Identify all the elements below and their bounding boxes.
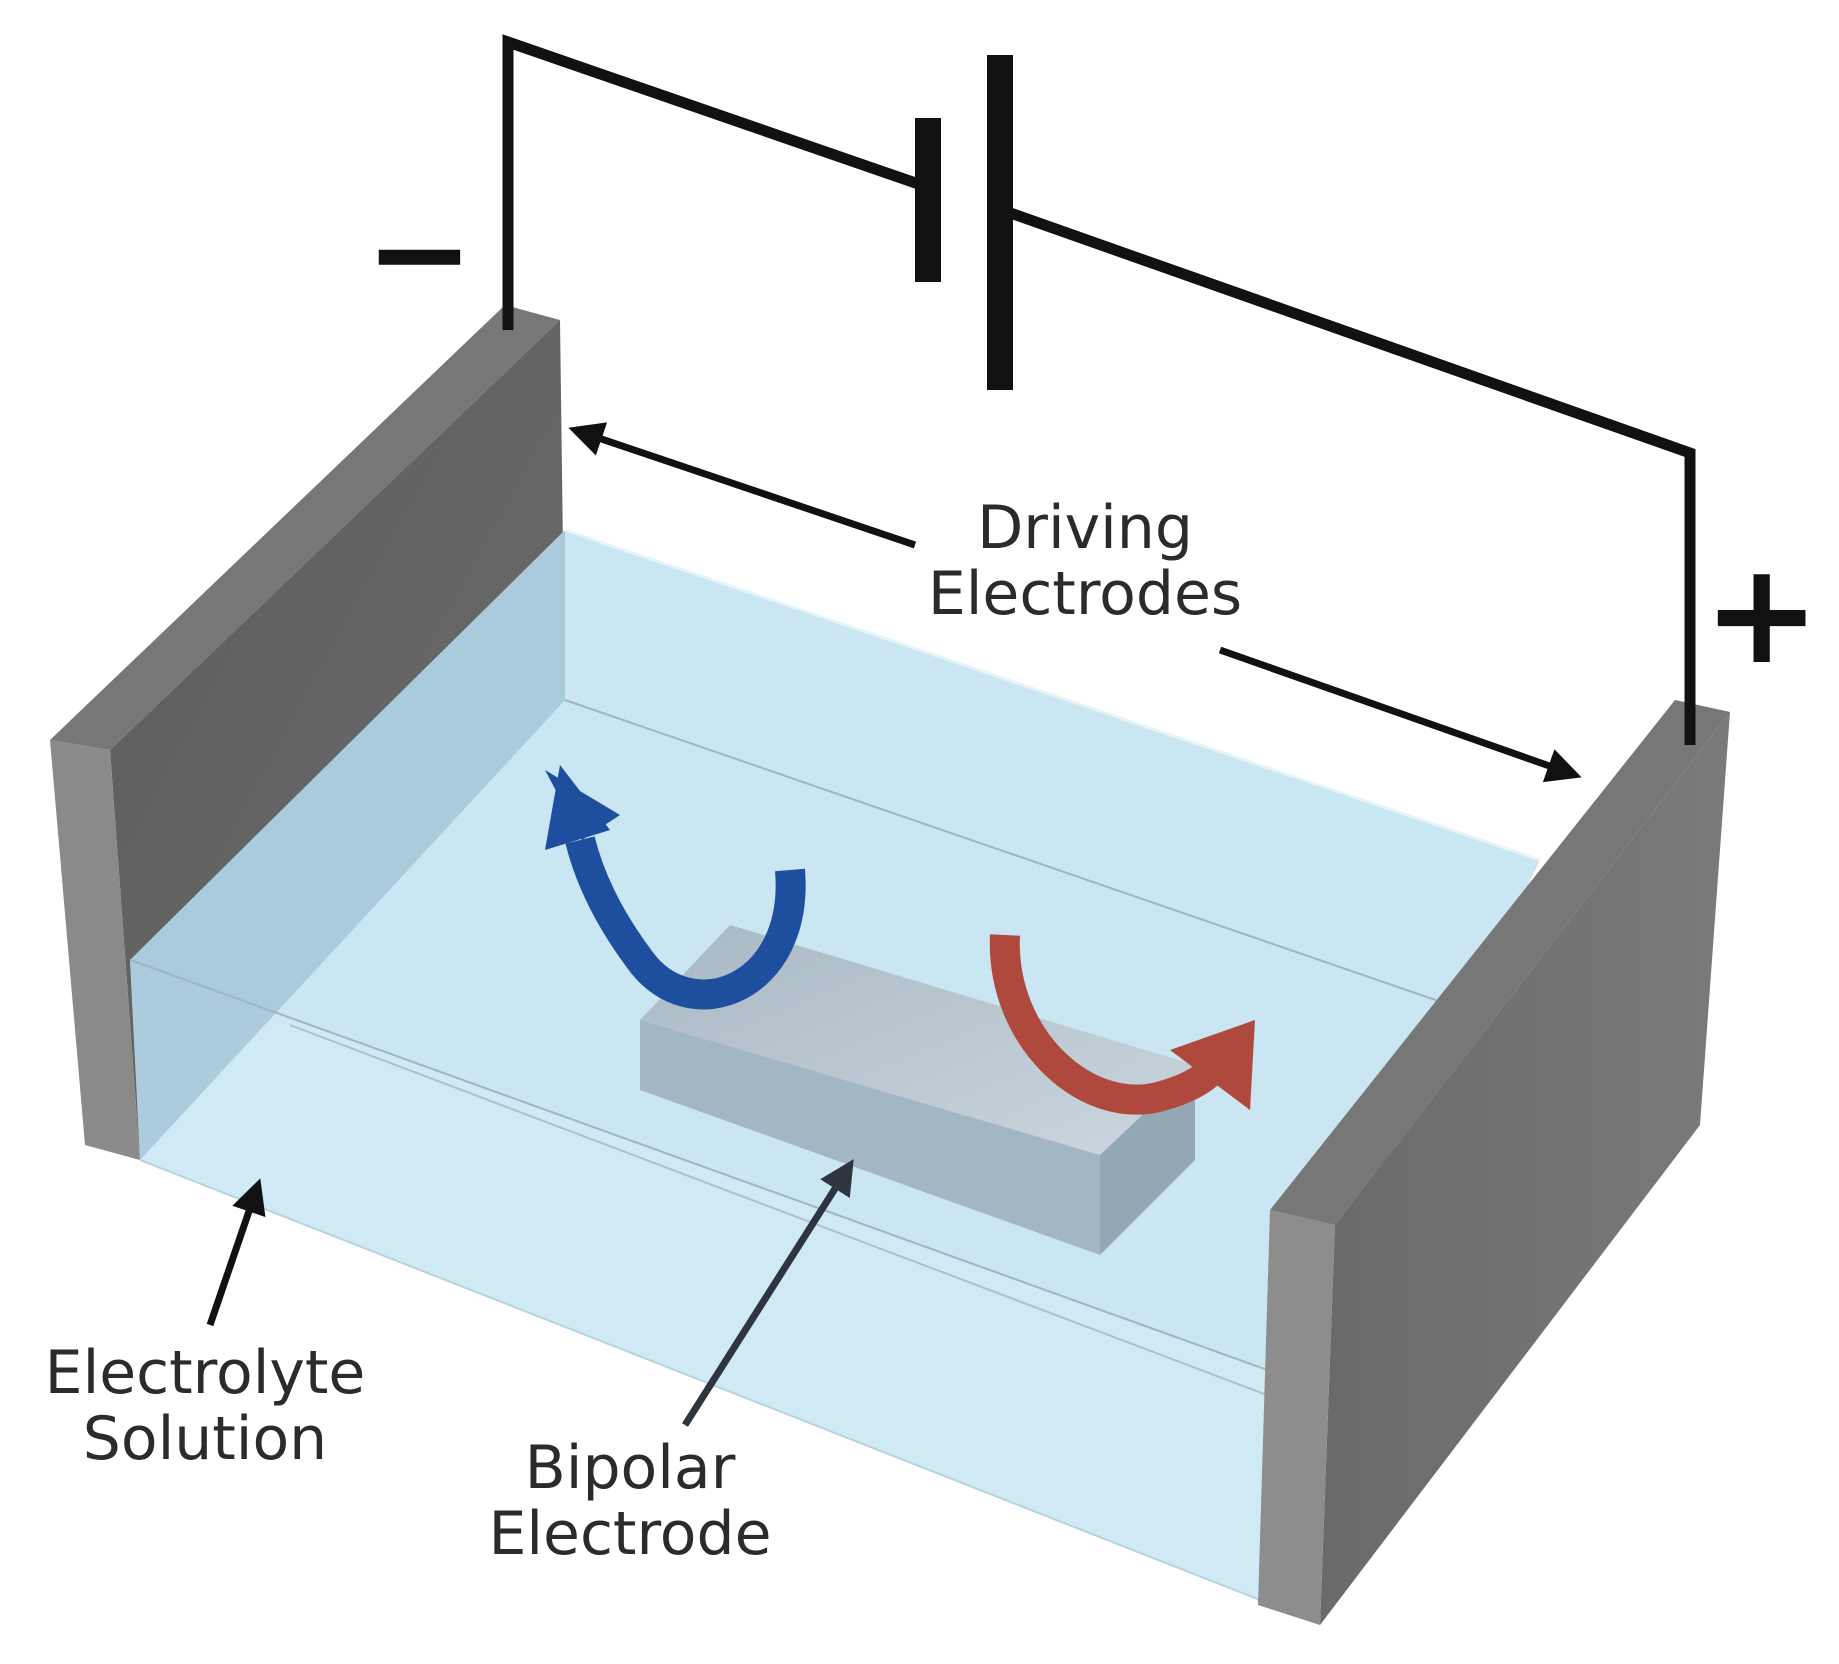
right-electrode-face	[1320, 712, 1730, 1625]
electrolyte-edge-line	[564, 528, 1541, 862]
label-driving-electrodes: Driving Electrodes	[915, 495, 1255, 627]
bipolar-electrode-top	[640, 925, 1195, 1155]
label-electrolyte-solution: Electrolyte Solution	[35, 1340, 375, 1472]
label-pointers	[206, 422, 1582, 1427]
electrolyte-edge-line-front	[129, 959, 1296, 1381]
battery-symbol-icon	[915, 55, 1013, 390]
electrolyte-over-left-electrode	[130, 530, 565, 1160]
anodic-curved-arrow	[989, 934, 1255, 1115]
label-bipolar-electrode: Bipolar Electrode	[470, 1435, 790, 1567]
curved-arrow-icon	[565, 836, 806, 1010]
pointer-electrolyte	[206, 1178, 266, 1327]
electrolyte-front-face	[130, 960, 1295, 1600]
red-arrowhead	[1170, 1020, 1255, 1110]
cathodic-curved-arrow	[545, 765, 806, 1010]
label-driving-electrodes-line1: Driving	[977, 493, 1193, 563]
label-driving-electrodes-line2: Electrodes	[927, 559, 1243, 629]
label-bipolar-electrode-line1: Bipolar	[524, 1433, 736, 1503]
pointer-bipolar	[682, 1159, 854, 1427]
right-electrode-top-edge	[1270, 700, 1730, 1225]
label-electrolyte-solution-line1: Electrolyte	[44, 1338, 366, 1408]
electrolyte-mid-line	[289, 1024, 1281, 1401]
wire-positive	[1000, 204, 1696, 745]
pointer-driving-right	[1218, 646, 1582, 783]
right-driving-electrode	[1258, 700, 1730, 1625]
left-electrode-side-edge	[50, 740, 140, 1160]
bipolar-electrode	[640, 925, 1195, 1255]
external-circuit	[502, 34, 1696, 745]
bipolar-electrode-front	[640, 1020, 1100, 1255]
positive-terminal-sign: +	[1703, 533, 1821, 696]
bipolar-electrode-side	[1100, 1065, 1195, 1255]
left-electrode-top-edge	[50, 305, 560, 750]
electrolyte-surface-line	[564, 699, 1451, 1006]
blue-arrowhead-tip	[545, 765, 610, 850]
pointer-driving-left	[568, 422, 917, 549]
label-electrolyte-solution-line2: Solution	[82, 1404, 328, 1474]
wire-negative	[502, 34, 932, 330]
label-bipolar-electrode-line2: Electrode	[488, 1499, 772, 1569]
right-electrode-front-edge	[1258, 1210, 1335, 1625]
negative-terminal-sign: −	[365, 177, 474, 329]
electrolyte-bottom-line	[139, 1159, 1261, 1601]
